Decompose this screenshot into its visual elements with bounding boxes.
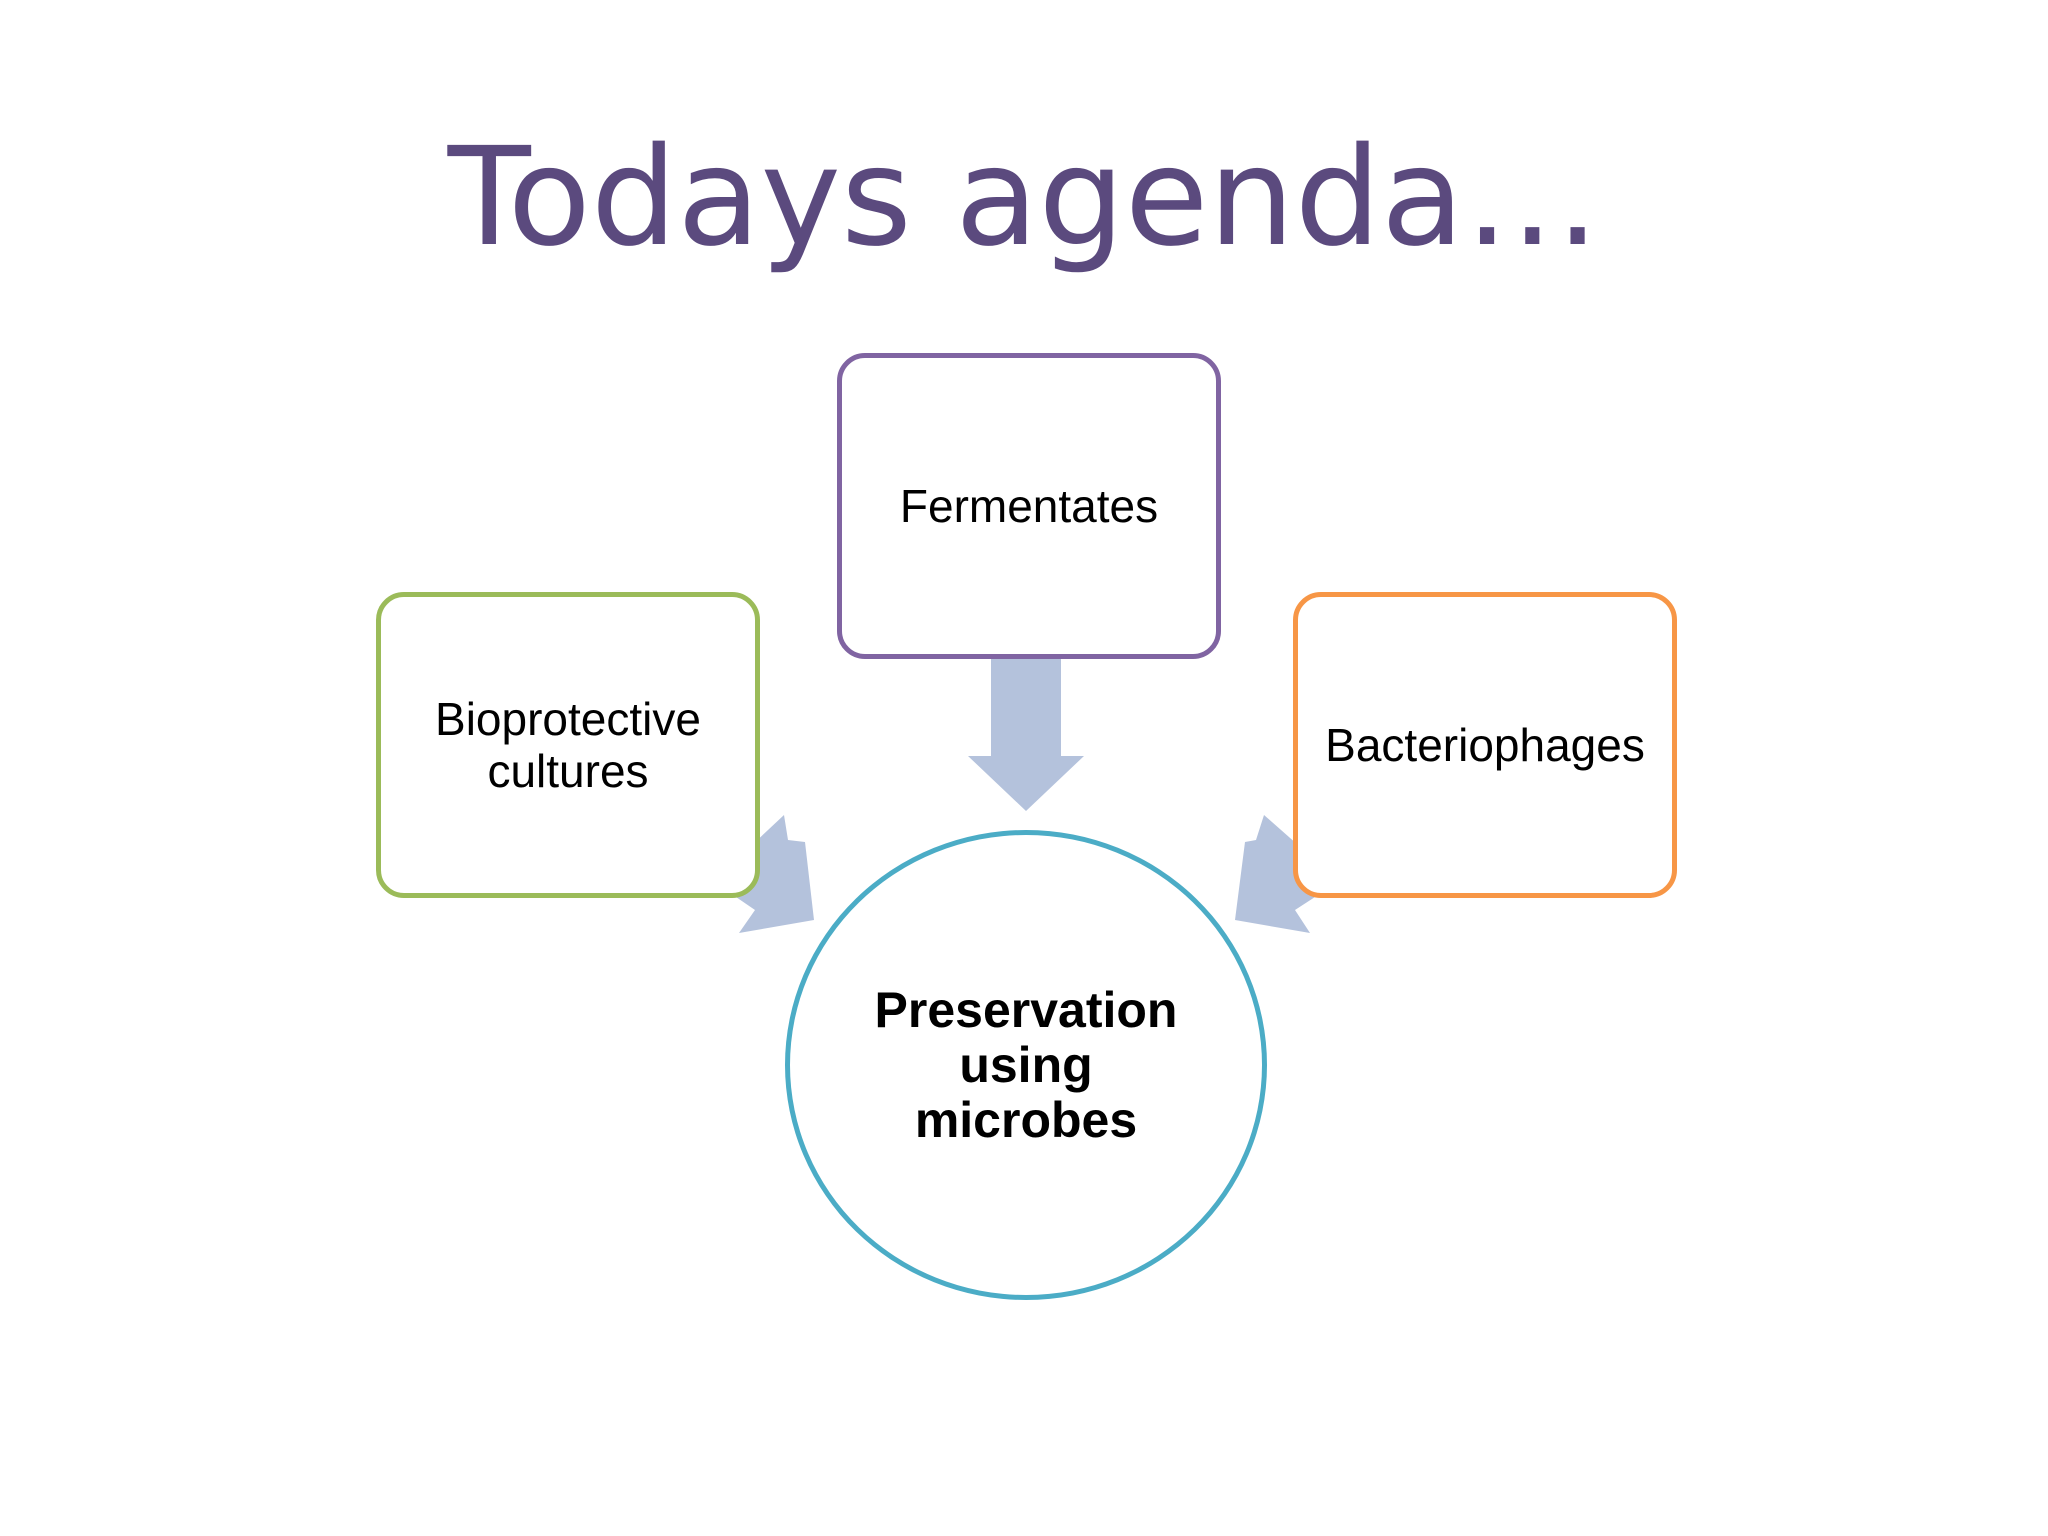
node-bacteriophages-label: Bacteriophages [1325,719,1645,771]
arrow-fermentates-to-center [968,659,1084,811]
node-bioprotective-label: Bioprotective cultures [435,693,701,797]
node-bacteriophages: Bacteriophages [1293,592,1677,898]
node-fermentates-label: Fermentates [899,480,1159,532]
center-node-preservation: Preservation using microbes [785,830,1267,1300]
node-fermentates: Fermentates [837,353,1221,659]
center-node-label: Preservation using microbes [874,981,1178,1148]
node-bioprotective-cultures: Bioprotective cultures [376,592,760,898]
slide-title: Todays agenda… [447,119,1601,277]
